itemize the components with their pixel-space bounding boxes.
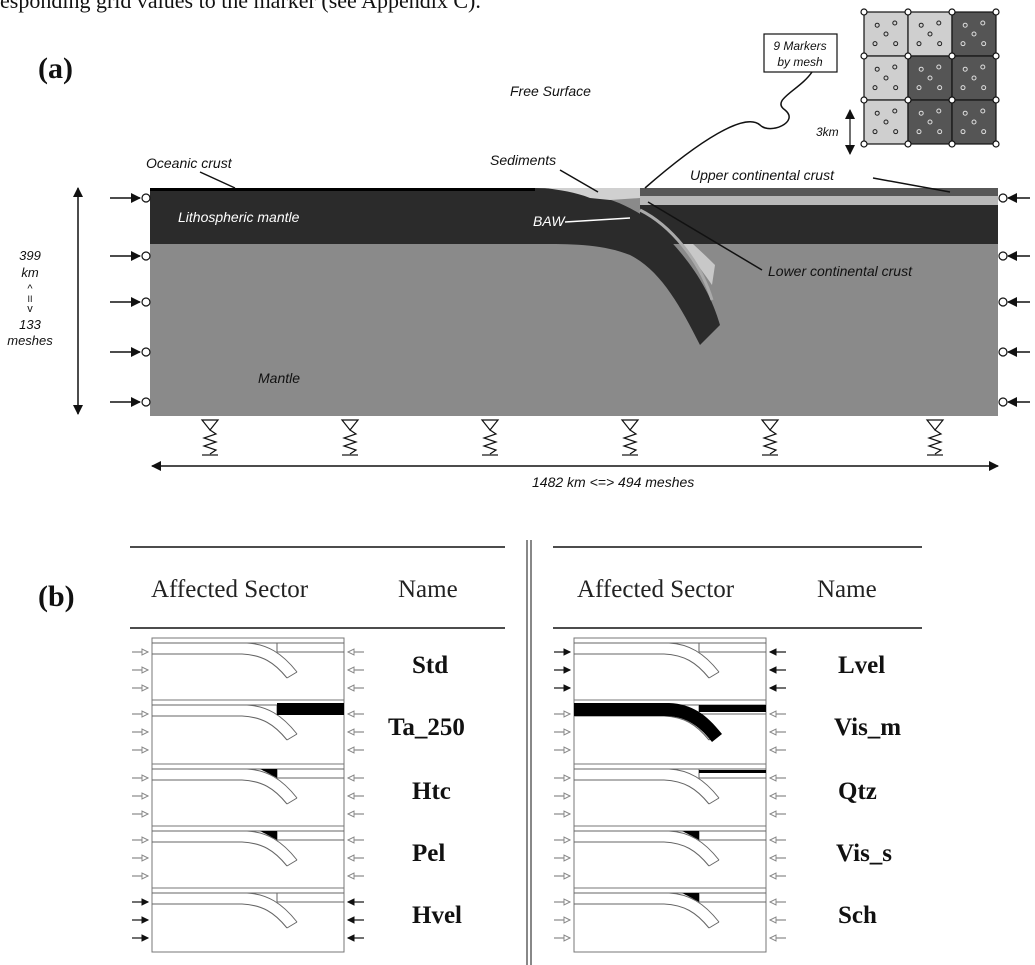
subducting-slab [530,188,720,345]
table-left [130,546,505,629]
right-arrow-1 [998,251,1030,261]
oceanic-lithosphere [150,188,535,244]
inset-label-line2: by mesh [777,55,823,69]
table-right [553,546,922,629]
right-col-sector-header: Affected Sector [577,576,735,603]
caption-fragment: esponding grid values to the marker (see… [0,0,481,13]
height-sym-1: ^ [27,283,33,295]
height-sym-3: v [27,303,33,315]
width-label: 1482 km <=> 494 meshes [532,474,694,490]
spring-2 [480,419,500,456]
left-boundary-arrows [110,193,151,407]
sector-diagram-Vis_s [554,825,786,891]
panel-b-label: (b) [38,580,75,613]
bottom-springs [200,419,945,456]
sector-diagram-Hvel [132,887,364,953]
left-arrow-3 [110,347,151,357]
spring-3 [620,419,640,456]
row-name-htc: Htc [412,778,451,805]
row-name-pel: Pel [412,840,446,867]
inset-label-line1: 9 Markers [773,39,826,53]
upper-continental-crust-label: Upper continental crust [690,167,835,183]
lower-continental-crust [640,196,998,205]
row-name-ta_250: Ta_250 [388,714,465,741]
right-boundary-arrows [998,193,1030,407]
sector-diagram-Pel [132,825,364,891]
sector-diagram-Sch [554,887,786,953]
left-col-sector-header: Affected Sector [151,576,309,603]
left-col-name-header: Name [398,576,458,603]
row-name-sch: Sch [838,902,877,929]
height-meshes-count: 133 [19,317,41,332]
free-surface-label: Free Surface [510,83,591,99]
spring-0 [200,419,220,456]
panel-a-label: (a) [38,52,73,85]
row-name-lvel: Lvel [838,652,886,679]
baw-label: BAW [533,213,566,229]
height-km-unit: km [21,265,39,280]
row-name-vis_s: Vis_s [836,840,893,867]
height-sym-2: II [27,294,32,304]
sector-diagram-Std [132,637,364,703]
right-arrow-4 [998,397,1030,407]
spring-1 [340,419,360,456]
upper-continental-crust [640,188,998,196]
left-arrow-4 [110,397,151,407]
left-arrow-1 [110,251,151,261]
spring-5 [925,419,945,456]
lithospheric-mantle-label: Lithospheric mantle [178,209,300,225]
spring-4 [760,419,780,456]
right-arrow-0 [998,193,1030,203]
inset-scale-label: 3km [816,125,839,139]
left-arrow-0 [110,193,151,203]
row-name-qtz: Qtz [838,778,877,805]
right-col-name-header: Name [817,576,877,603]
marker-inset [860,8,1000,148]
inset-label-box [763,33,838,73]
sediments-label: Sediments [490,152,556,168]
sector-diagram-Qtz [554,763,786,829]
row-name-vis_m: Vis_m [834,714,902,741]
sector-diagram-Ta_250 [132,699,364,765]
row-name-std: Std [412,652,449,679]
sector-diagram-Vis_m [554,699,786,765]
mantle-label: Mantle [258,370,300,386]
table-rows [132,637,786,953]
sector-diagram-Lvel [554,637,786,703]
row-name-hvel: Hvel [412,902,462,929]
height-meshes-unit: meshes [7,333,53,348]
lower-continental-crust-label: Lower continental crust [768,263,913,279]
sediment-wedge [545,188,640,200]
inset-callout-line [644,71,813,189]
sector-diagram-Htc [132,763,364,829]
oceanic-crust [150,188,535,191]
right-arrow-3 [998,347,1030,357]
left-arrow-2 [110,297,151,307]
oceanic-crust-label: Oceanic crust [146,155,233,171]
right-arrow-2 [998,297,1030,307]
height-km: 399 [19,248,41,263]
